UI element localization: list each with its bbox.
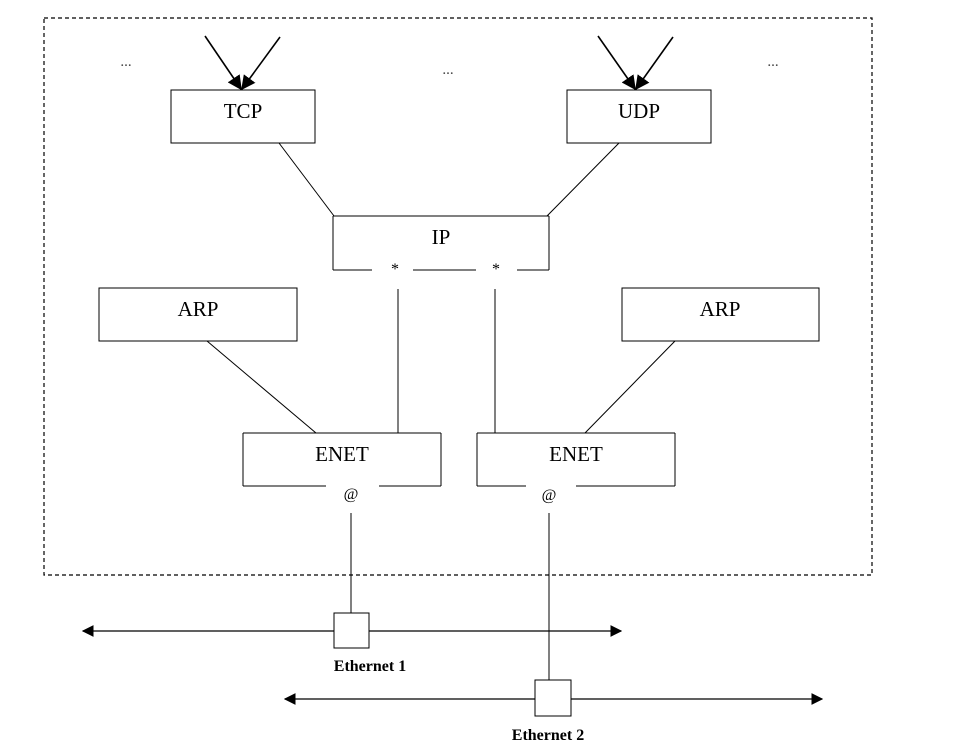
arp-right-enet-link — [584, 340, 676, 434]
host-boundary — [43, 17, 873, 576]
ethernet1-tap — [333, 612, 370, 649]
tcp-ip-link — [278, 142, 335, 217]
enet-left-box — [242, 432, 442, 487]
enet-left-port: @ — [344, 486, 359, 503]
ethernet2-tap — [534, 679, 572, 717]
ip-port-left: * — [391, 261, 399, 278]
udp-ip-link — [546, 142, 620, 217]
enet-right-label: ENET — [549, 442, 603, 466]
tcp-label: TCP — [224, 99, 263, 123]
ip-box — [332, 215, 550, 271]
enet-left-label: ENET — [315, 442, 369, 466]
udp-input-arrow-left — [597, 35, 636, 91]
arp-right-label: ARP — [700, 297, 741, 321]
ellipsis-middle: ... — [442, 62, 453, 78]
arp-right-box — [621, 287, 820, 342]
udp-box — [566, 89, 712, 144]
arp-left-box — [98, 287, 298, 342]
arp-left-enet-link — [206, 340, 317, 434]
ethernet2-label: Ethernet 2 — [512, 727, 584, 744]
ethernet1-label: Ethernet 1 — [334, 658, 406, 675]
ellipsis-right: ... — [767, 54, 778, 70]
udp-label: UDP — [618, 99, 660, 123]
ip-label: IP — [432, 225, 451, 249]
tcp-input-arrow-right — [241, 36, 281, 91]
arp-left-label: ARP — [178, 297, 219, 321]
tcp-box — [170, 89, 316, 144]
ellipsis-left: ... — [120, 54, 131, 70]
udp-input-arrow-right — [635, 36, 674, 91]
enet-right-port: @ — [542, 487, 557, 504]
enet-right-box — [476, 432, 676, 487]
tcp-input-arrow-left — [204, 35, 242, 91]
ip-port-right: * — [492, 261, 500, 278]
